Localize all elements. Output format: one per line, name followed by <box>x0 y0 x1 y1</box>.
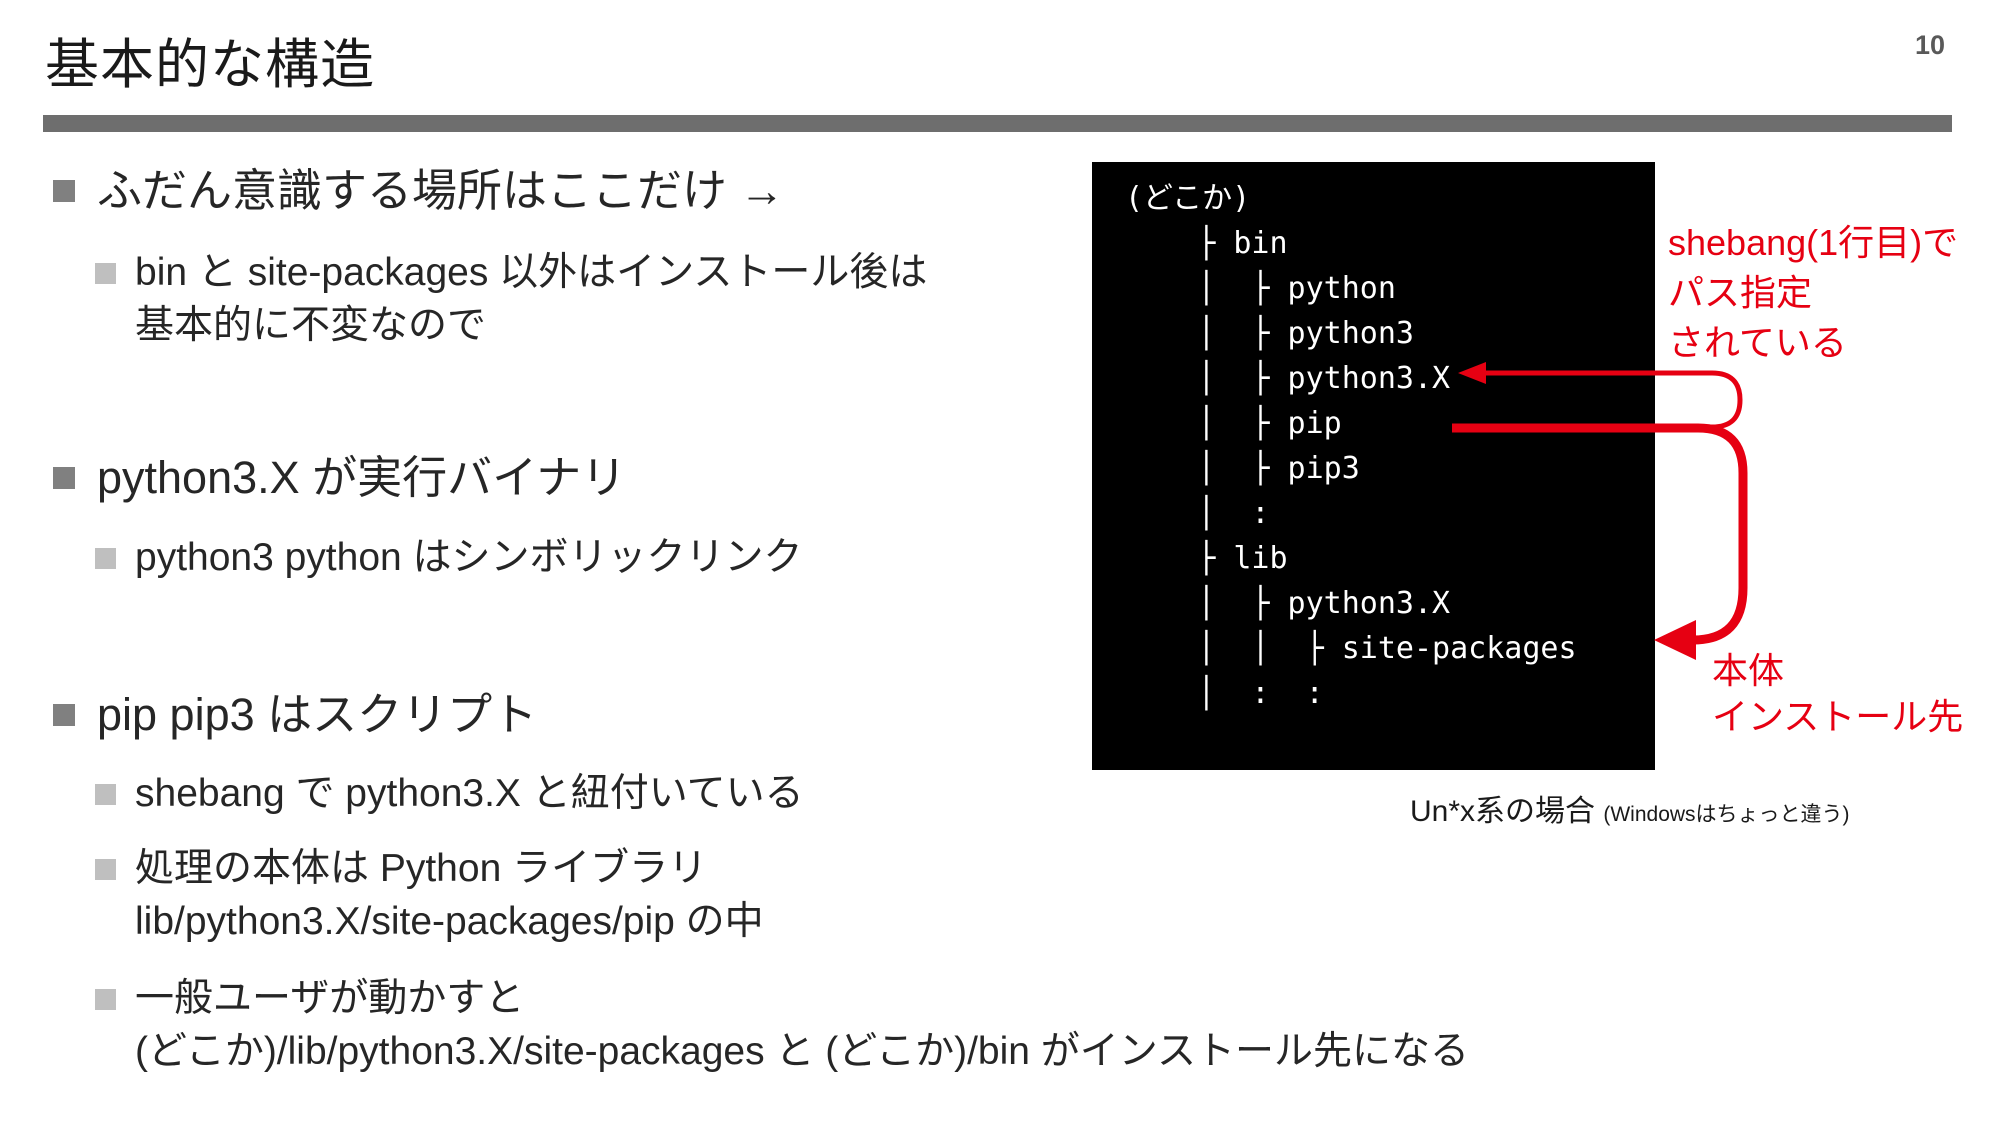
bullet-text: 処理の本体は Python ライブラリ lib/python3.X/site-p… <box>135 847 764 943</box>
bullet-item: shebang で python3.X と紐付いている <box>95 768 1195 821</box>
bullet-item: 処理の本体は Python ライブラリ lib/python3.X/site-p… <box>95 843 1295 948</box>
bullet-text: bin と site-packages 以外はインストール後は 基本的に不変なの… <box>135 251 928 347</box>
bullet-text: python3 python はシンボリックリンク <box>135 536 803 579</box>
bullet-item: python3 python はシンボリックリンク <box>95 532 1095 585</box>
page-title: 基本的な構造 <box>45 35 375 95</box>
tree-line: │ : : <box>1125 676 1324 711</box>
bullet-text: ふだん意識する場所はここだけ → <box>97 165 785 216</box>
shebang-annotation: shebang(1行目)で パス指定 されている <box>1668 222 1959 363</box>
tree-line: │ │ ├ site-packages <box>1125 631 1577 666</box>
bullet-square-icon <box>95 989 116 1010</box>
bullet-text: 一般ユーザが動かすと (どこか)/lib/python3.X/site-pack… <box>135 977 1470 1073</box>
tree-line: ├ bin <box>1125 226 1288 261</box>
terminal-caption: Un*x系の場合 (Windowsはちょっと違う) <box>1410 786 1970 830</box>
caption-main-text: Un*x系の場合 <box>1410 795 1604 828</box>
bullet-square-icon <box>95 548 116 569</box>
bullet-square-icon <box>53 180 75 202</box>
bullet-text: pip pip3 はスクリプト <box>97 689 538 740</box>
bullet-item: python3.X が実行バイナリ <box>53 450 1053 506</box>
tree-line: │ : <box>1125 496 1270 531</box>
title-separator-bar <box>43 115 1952 132</box>
bullet-item: pip pip3 はスクリプト <box>53 687 1053 743</box>
bullet-square-icon <box>95 859 116 880</box>
bullet-text: python3.X が実行バイナリ <box>97 452 627 503</box>
bullet-text: shebang で python3.X と紐付いている <box>135 772 804 815</box>
tree-line: (どこか) <box>1125 181 1251 216</box>
bullet-square-icon <box>95 784 116 805</box>
page-number: 10 <box>1914 30 1946 60</box>
bullet-item: 一般ユーザが動かすと (どこか)/lib/python3.X/site-pack… <box>95 973 1915 1078</box>
install-target-annotation: 本体 インストール先 <box>1712 650 1964 737</box>
tree-line: │ ├ python3.X <box>1125 586 1451 621</box>
tree-line: │ ├ python <box>1125 271 1396 306</box>
bullet-item: ふだん意識する場所はここだけ → <box>53 163 1053 219</box>
tree-line: │ ├ pip <box>1125 406 1342 441</box>
bullet-square-icon <box>53 467 75 489</box>
tree-line: │ ├ pip3 <box>1125 451 1360 486</box>
bullet-square-icon <box>95 263 116 284</box>
tree-line: │ ├ python3 <box>1125 316 1414 351</box>
directory-tree-panel: (どこか) ├ bin │ ├ python │ ├ python3 │ ├ p… <box>1092 162 1655 770</box>
tree-line: ├ lib <box>1125 541 1288 576</box>
caption-sub-text: (Windowsはちょっと違う) <box>1603 803 1850 826</box>
tree-line: │ ├ python3.X <box>1125 361 1451 396</box>
bullet-item: bin と site-packages 以外はインストール後は 基本的に不変なの… <box>95 247 1095 352</box>
install-arrowhead-icon <box>1654 620 1696 660</box>
bullet-square-icon <box>53 704 75 726</box>
